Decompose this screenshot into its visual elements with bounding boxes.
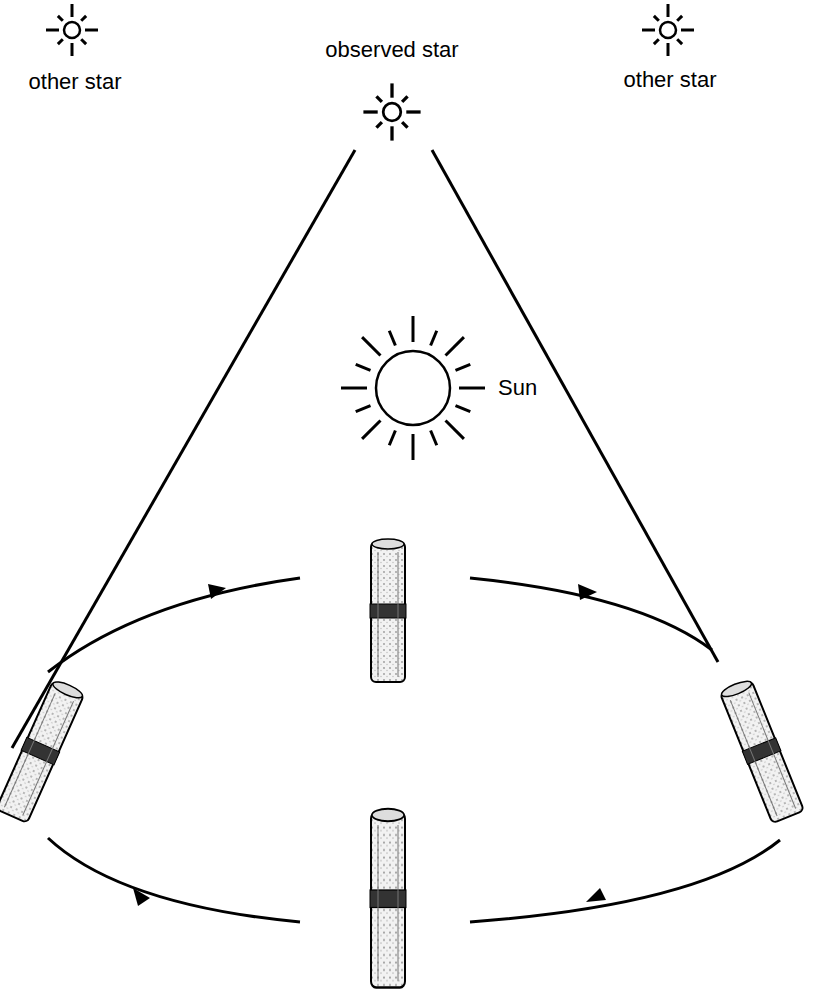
sun-ray (412, 434, 415, 460)
orbit-arrow (208, 584, 226, 599)
sight-line (432, 150, 718, 662)
telescope (370, 539, 406, 682)
sun-ray (455, 364, 470, 370)
sun-symbol (341, 316, 485, 460)
sun-label: Sun (498, 376, 537, 400)
sun-ray (356, 406, 371, 412)
sun-ray (362, 337, 380, 355)
sight-line (12, 150, 355, 748)
star-symbol (363, 83, 420, 140)
sun-ray (446, 337, 464, 355)
sun-ray (356, 364, 371, 370)
star-symbol (46, 4, 98, 56)
sun-ray (431, 430, 437, 445)
star-symbols (46, 4, 694, 141)
sun-ray (446, 421, 464, 439)
star-label: other star (29, 70, 122, 94)
star-label: observed star (325, 38, 458, 62)
orbit-arc (48, 578, 300, 672)
sun-ray (389, 430, 395, 445)
orbit-arc (470, 578, 712, 650)
star-symbol (642, 4, 694, 56)
sun-ray (431, 331, 437, 346)
telescope (370, 809, 406, 988)
orbit-arrow (578, 584, 597, 600)
sun-ray (455, 406, 470, 412)
orbit-arc (470, 840, 780, 922)
telescope (0, 678, 86, 823)
sun-ray (341, 387, 367, 390)
sun-ray (459, 387, 485, 390)
orbit-arrow (586, 888, 606, 902)
orbit-arc (48, 838, 300, 922)
telescope (718, 678, 805, 824)
star-label: other star (624, 68, 717, 92)
sun-ray (412, 316, 415, 342)
sun-ray (389, 331, 395, 346)
orbit-arrow (133, 888, 150, 906)
sun-ray (362, 421, 380, 439)
